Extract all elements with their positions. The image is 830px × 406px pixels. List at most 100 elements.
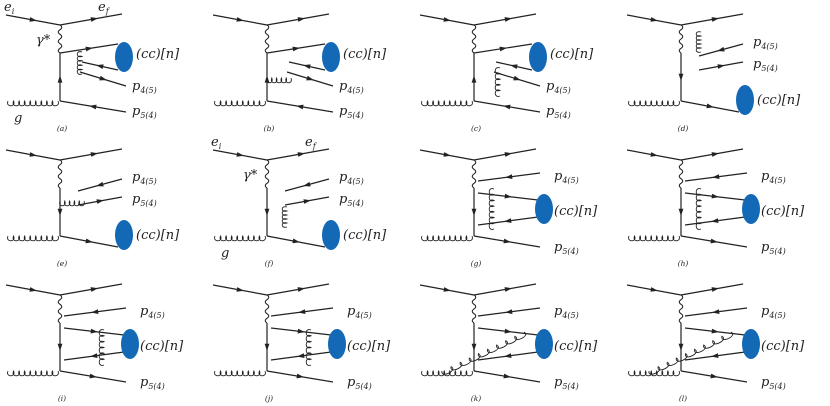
electron-out-label: ef bbox=[305, 135, 318, 151]
arrow-marker bbox=[711, 17, 720, 22]
arrow-marker bbox=[298, 309, 306, 314]
arrow-marker bbox=[443, 17, 451, 22]
arrow-marker bbox=[96, 199, 104, 204]
gluon-propagator bbox=[695, 188, 703, 230]
bound-state-blob bbox=[742, 194, 760, 224]
arrow-marker bbox=[297, 328, 305, 334]
arrow-marker bbox=[504, 152, 513, 157]
arrow-marker bbox=[678, 208, 684, 216]
arrow-marker bbox=[503, 373, 511, 379]
arrow-marker bbox=[471, 208, 477, 216]
gluon-propagator bbox=[266, 76, 292, 84]
diagram-panel-b: (cc)[n]p4(5)p5(4)(b) bbox=[212, 13, 387, 133]
bound-state-blob bbox=[742, 329, 760, 359]
bound-state-blob bbox=[115, 220, 133, 250]
incoming-gluon bbox=[214, 369, 266, 377]
incoming-gluon bbox=[628, 234, 680, 242]
bound-state-blob bbox=[115, 42, 133, 72]
bound-state-label: (cc)[n] bbox=[136, 47, 180, 62]
incoming-gluon bbox=[214, 234, 266, 242]
arrow-marker bbox=[264, 343, 270, 351]
gluon-propagator bbox=[76, 51, 84, 75]
radiated-gluon bbox=[441, 331, 527, 375]
arrow-marker bbox=[90, 287, 99, 292]
gluon-label: g bbox=[14, 111, 22, 126]
diagram-panel-d: p4(5)p5(4)(cc)[n](d) bbox=[626, 13, 801, 133]
diagram-panel-i: p4(5)(cc)[n]p5(4)(i) bbox=[5, 283, 184, 403]
photon-propagator bbox=[471, 159, 477, 189]
bound-state-label: (cc)[n] bbox=[550, 47, 594, 62]
arrow-marker bbox=[297, 17, 306, 22]
bound-state-blob bbox=[535, 329, 553, 359]
gluon-label: g bbox=[221, 246, 229, 261]
incoming-gluon bbox=[7, 234, 59, 242]
panel-caption: (d) bbox=[678, 124, 689, 133]
arrow-marker bbox=[504, 328, 512, 334]
arrow-marker bbox=[505, 309, 513, 314]
bound-state-label: (cc)[n] bbox=[136, 228, 180, 243]
arrow-marker bbox=[711, 353, 719, 358]
arrow-marker bbox=[499, 46, 507, 52]
arrow-marker bbox=[504, 193, 512, 199]
bound-state-blob bbox=[121, 329, 139, 359]
momentum-label-top: p4(5) bbox=[753, 35, 778, 51]
momentum-label-bottom: p5(4) bbox=[554, 375, 579, 391]
arrow-marker bbox=[443, 287, 451, 292]
momentum-label-top: p4(5) bbox=[554, 169, 579, 185]
electron-in-label: ei bbox=[4, 0, 15, 16]
incoming-gluon bbox=[7, 99, 59, 107]
momentum-label-top: p4(5) bbox=[140, 304, 165, 320]
arrow-marker bbox=[29, 17, 37, 22]
arrow-marker bbox=[236, 287, 244, 292]
arrow-marker bbox=[236, 17, 244, 22]
arrow-marker bbox=[504, 17, 513, 22]
arrow-marker bbox=[717, 64, 725, 69]
arrow-marker bbox=[503, 238, 511, 244]
arrow-marker bbox=[292, 238, 300, 244]
arrow-marker bbox=[710, 373, 718, 379]
photon-propagator bbox=[57, 294, 63, 324]
arrow-marker bbox=[85, 238, 93, 244]
bound-state-label: (cc)[n] bbox=[761, 204, 805, 219]
arrow-marker bbox=[712, 174, 720, 179]
panel-caption: (h) bbox=[678, 259, 689, 268]
bound-state-blob bbox=[529, 42, 547, 72]
arrow-marker bbox=[505, 174, 513, 179]
momentum-label-top: p4(5) bbox=[761, 169, 786, 185]
momentum-label-bottom: p5(4) bbox=[753, 57, 778, 73]
panel-caption: (g) bbox=[471, 259, 482, 268]
radiated-gluon bbox=[648, 331, 734, 375]
arrow-marker bbox=[236, 152, 244, 157]
momentum-label-top: p4(5) bbox=[546, 79, 571, 95]
momentum-label-top: p4(5) bbox=[339, 79, 364, 95]
arrow-marker bbox=[504, 218, 512, 223]
bound-state-blob bbox=[535, 194, 553, 224]
arrow-marker bbox=[90, 17, 99, 22]
photon-propagator bbox=[57, 159, 63, 189]
arrow-marker bbox=[650, 287, 658, 292]
bound-state-label: (cc)[n] bbox=[347, 339, 391, 354]
momentum-label-bottom: p5(4) bbox=[761, 375, 786, 391]
arrow-marker bbox=[711, 152, 720, 157]
diagram-panel-k: p4(5)(cc)[n]p5(4)(k) bbox=[419, 283, 598, 403]
panel-caption: (j) bbox=[265, 394, 273, 403]
panel-caption: (k) bbox=[471, 394, 481, 403]
gluon-propagator bbox=[98, 329, 106, 366]
arrow-marker bbox=[90, 353, 98, 358]
arrow-marker bbox=[303, 181, 311, 187]
momentum-label-bottom: p5(4) bbox=[132, 104, 157, 120]
photon-propagator bbox=[471, 24, 477, 54]
arrow-marker bbox=[513, 75, 521, 81]
momentum-label-bottom: p5(4) bbox=[347, 375, 372, 391]
photon-propagator bbox=[57, 24, 63, 54]
arrow-marker bbox=[711, 193, 719, 199]
momentum-label-bottom: p5(4) bbox=[546, 104, 571, 120]
arrow-marker bbox=[85, 46, 93, 52]
arrow-marker bbox=[57, 75, 63, 83]
bound-state-label: (cc)[n] bbox=[140, 339, 184, 354]
momentum-label-top: p4(5) bbox=[132, 170, 157, 186]
arrow-marker bbox=[711, 218, 719, 223]
photon-propagator bbox=[264, 159, 270, 189]
